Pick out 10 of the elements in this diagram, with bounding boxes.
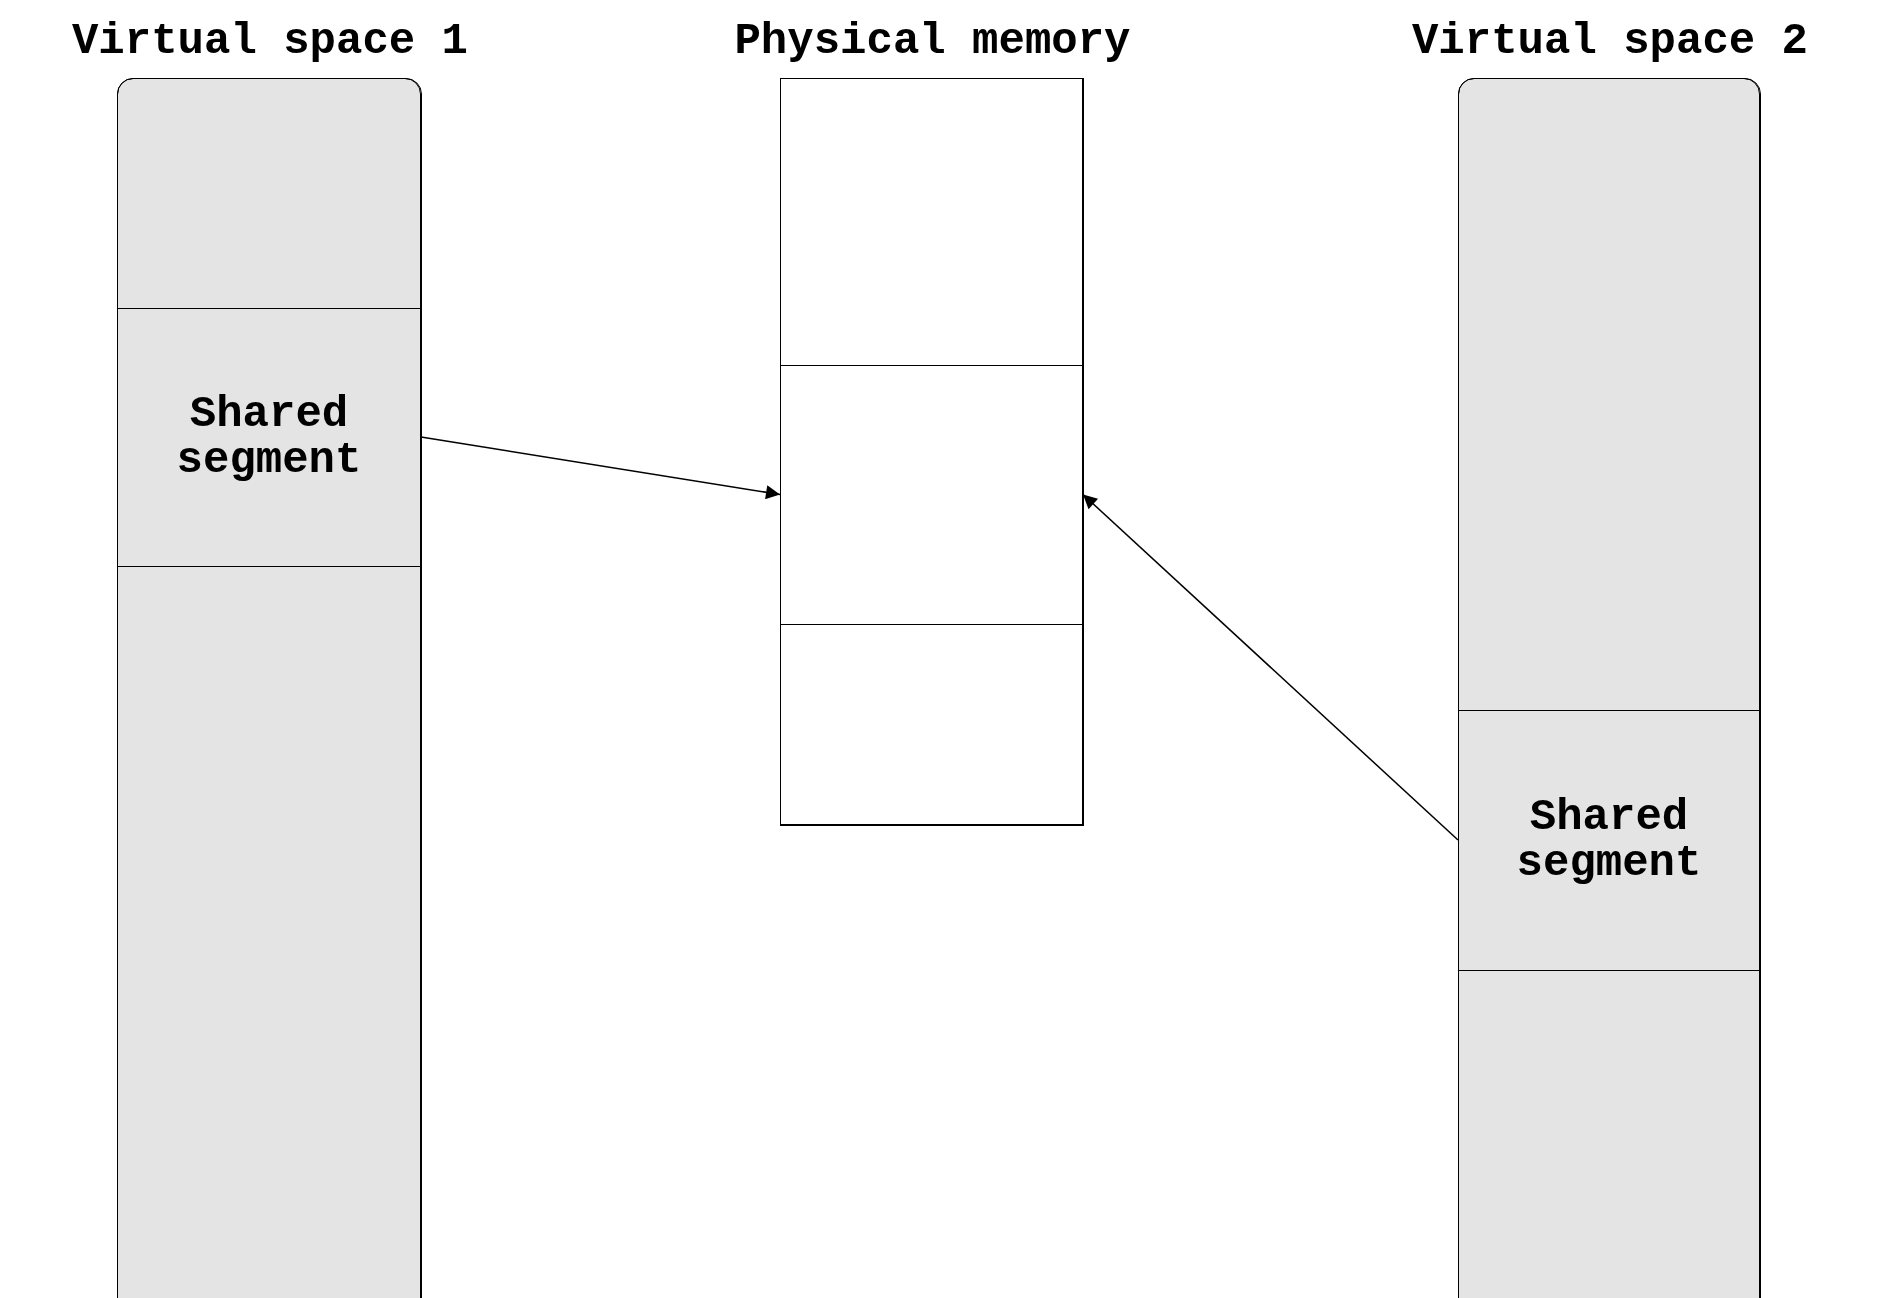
- arrow: [1082, 493, 1459, 841]
- segment-label: Shared segment: [175, 391, 363, 484]
- memory-block: [116, 77, 422, 309]
- segment-label: Shared segment: [1515, 794, 1703, 887]
- column-heading: Virtual space 1: [71, 17, 469, 65]
- memory-block: [1457, 77, 1761, 711]
- column-heading: Physical memory: [734, 17, 1131, 65]
- column-heading: Virtual space 2: [1411, 17, 1809, 65]
- memory-block: [779, 623, 1084, 826]
- arrow: [420, 436, 781, 500]
